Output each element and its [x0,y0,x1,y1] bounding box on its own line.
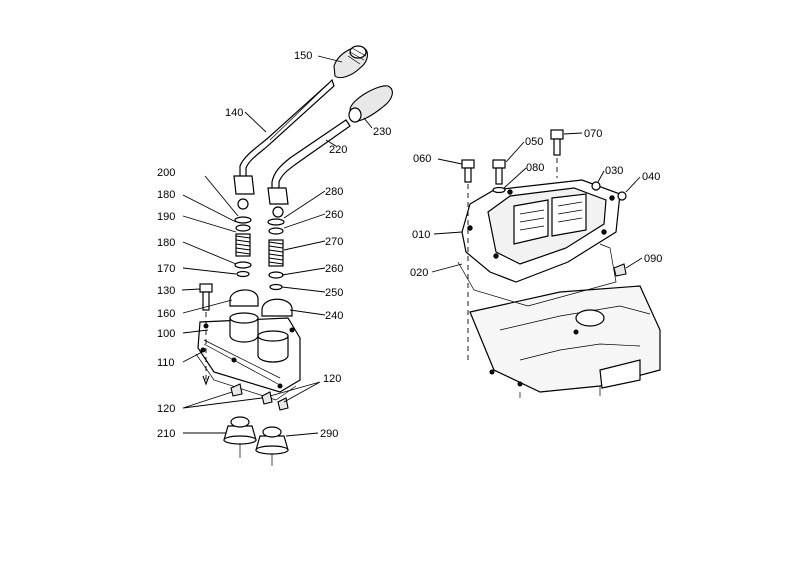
fitting-120-c [277,397,289,411]
fitting-040 [617,191,627,201]
transmission-case [469,285,661,398]
callout-260-lower: 260 [325,263,343,275]
right-washer-spring-stack [267,218,285,291]
callout-290: 290 [320,428,338,440]
bolt-130 [199,283,213,386]
callout-110: 110 [157,357,175,369]
callout-220: 220 [329,144,347,156]
bolt-050 [492,159,506,194]
callout-180-upper: 180 [157,189,175,201]
leader-lines [181,55,643,437]
callout-190: 190 [157,211,175,223]
callout-labels: 150 140 230 220 200 180 190 180 170 130 … [157,50,662,440]
callout-120-right: 120 [323,373,341,385]
callout-070: 070 [584,128,602,140]
fitting-030 [591,181,601,191]
callout-160: 160 [157,308,175,320]
callout-140: 140 [225,107,243,119]
callout-130: 130 [157,285,175,297]
boot-240 [261,298,293,317]
bolt-060 [461,159,475,360]
callout-170: 170 [157,263,175,275]
callout-020: 020 [410,267,428,279]
left-washer-spring-stack [234,216,252,278]
cover-100 [197,312,301,393]
lever-140-collar [233,175,255,195]
callout-200: 200 [157,167,175,179]
callout-060: 060 [413,153,431,165]
callout-240: 240 [325,310,343,322]
lever-140-pivot [237,198,249,210]
boot-290 [255,426,289,466]
boot-160 [229,289,259,307]
callout-010: 010 [412,229,430,241]
callout-030: 030 [605,165,623,177]
callout-180-lower: 180 [157,237,175,249]
callout-270: 270 [325,236,343,248]
fitting-120-b [261,391,273,405]
cover-010 [461,179,621,283]
fitting-120-a [230,383,243,397]
callout-150: 150 [294,50,312,62]
gasket-020 [457,243,617,307]
gasket-110 [195,353,297,401]
shift-lever-assembly [195,45,393,466]
callout-260-upper: 260 [325,209,343,221]
callout-040: 040 [642,171,660,183]
callout-230: 230 [373,126,391,138]
callout-120-left: 120 [157,403,175,415]
callout-090: 090 [644,253,662,265]
knob-150 [333,45,369,79]
fitting-090 [613,263,627,277]
boot-210 [223,416,257,458]
lever-220-collar [267,187,289,205]
callout-280: 280 [325,186,343,198]
transmission-cover-assembly [457,129,661,398]
callout-250: 250 [325,287,343,299]
callout-050: 050 [525,136,543,148]
callout-100: 100 [157,328,175,340]
callout-210: 210 [157,428,175,440]
knob-230 [348,85,393,123]
callout-080: 080 [526,162,544,174]
bolt-070 [550,129,564,178]
lever-220-pivot [272,206,284,218]
